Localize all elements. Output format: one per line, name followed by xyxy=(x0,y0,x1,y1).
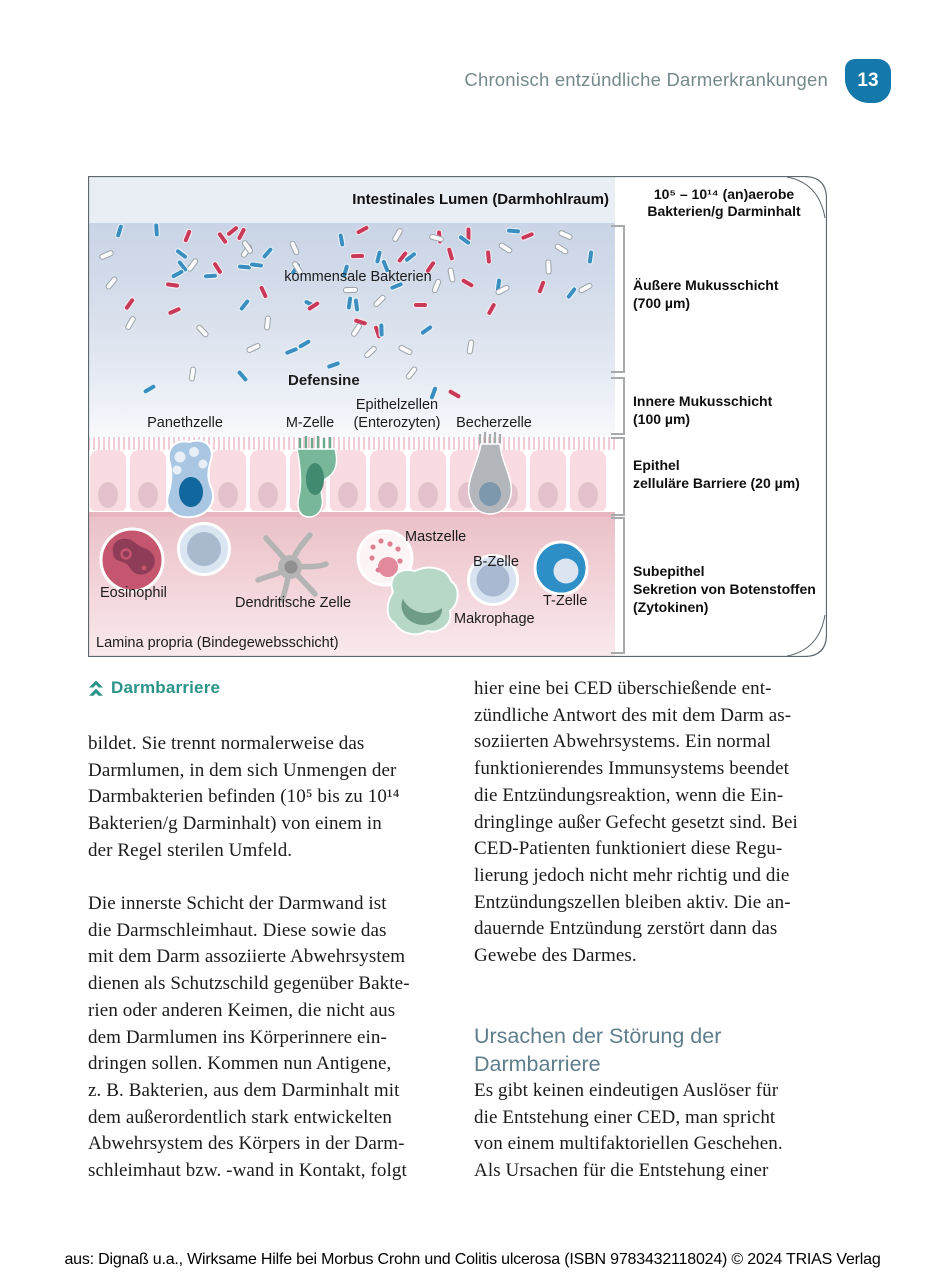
bacteria-density-label: 10⁵ – 10¹⁴ (an)aerobe Bakterien/g Darmin… xyxy=(647,186,801,219)
enterocyte-cell xyxy=(90,450,126,511)
b-cell-label: B-Zelle xyxy=(473,554,519,570)
enterocyte-cell xyxy=(410,450,446,511)
epithel-band xyxy=(88,437,615,512)
figure-caption-label: Darmbarriere xyxy=(111,678,221,697)
bracket-inner-mucus xyxy=(611,377,625,435)
microvilli-fringe xyxy=(88,437,615,450)
eosinophil-label: Eosinophil xyxy=(100,585,167,601)
kommensale-label: kommensale Bakterien xyxy=(284,269,432,285)
paneth-label: Panethzelle xyxy=(147,415,223,431)
corner-curl-bottom xyxy=(786,614,826,657)
footer-credit: aus: Dignaß u.a., Wirksame Hilfe bei Mor… xyxy=(64,1251,881,1268)
subepithel-label: Subepithel Sekretion von Botenstoffen (Z… xyxy=(633,563,816,615)
enterocyte-cell xyxy=(210,450,246,511)
right-column-paragraph-2: Es gibt keinen eindeutigen Auslöser für … xyxy=(474,1080,783,1182)
bracket-outer-mucus xyxy=(611,225,625,373)
inner-mucus-label: Innere Mukusschicht (100 µm) xyxy=(633,393,773,427)
right-column-paragraph-1: hier eine bei CED überschießende ent- zü… xyxy=(474,678,798,967)
enterocyte-cell xyxy=(250,450,286,511)
enterocyte-cell xyxy=(170,450,206,511)
enterocyte-cell xyxy=(570,450,606,511)
epithel-label: Epithel zelluläre Barriere (20 µm) xyxy=(633,457,800,491)
enterocyte-cell xyxy=(130,450,166,511)
enterozyten-label: Epithelzellen (Enterozyten) xyxy=(353,397,441,431)
page-number: 13 xyxy=(857,70,879,91)
goblet-label: Becherzelle xyxy=(456,415,532,431)
left-column-paragraph-1: bildet. Sie trennt normalerweise das Dar… xyxy=(88,733,400,861)
figure-caption: Darmbarriere xyxy=(88,678,220,698)
running-title: Chronisch entzündliche Darmerkrankungen xyxy=(464,69,828,90)
lamina-label: Lamina propria (Bindegewebsschicht) xyxy=(96,635,339,651)
bracket-subepithel xyxy=(611,517,625,654)
figure-darmbarriere: Intestinales Lumen (Darmhohlraum) 10⁵ – … xyxy=(88,176,827,657)
t-cell-label: T-Zelle xyxy=(543,593,588,609)
enterocyte-cell xyxy=(450,450,486,511)
epithel-cell-row xyxy=(90,450,606,511)
macrophage-label: Makrophage xyxy=(454,611,535,627)
dendritic-label: Dendritische Zelle xyxy=(234,595,352,611)
outer-mucus-label: Äußere Mukusschicht (700 µm) xyxy=(633,277,779,311)
section-heading: Ursachen der Störung der Darmbarriere xyxy=(474,1024,722,1076)
lumen-title: Intestinales Lumen (Darmhohlraum) xyxy=(352,191,609,208)
enterocyte-cell xyxy=(330,450,366,511)
enterocyte-cell xyxy=(290,450,326,511)
enterocyte-cell xyxy=(370,450,406,511)
enterocyte-cell xyxy=(530,450,566,511)
mast-label: Mastzelle xyxy=(405,529,467,545)
defensine-label: Defensine xyxy=(288,372,360,389)
enterocyte-cell xyxy=(490,450,526,511)
double-chevron-up-icon xyxy=(89,680,103,696)
left-column-paragraph-2: Die innerste Schicht der Darmwand ist di… xyxy=(88,893,410,1182)
bracket-epithel xyxy=(611,437,625,516)
page-number-badge: 13 xyxy=(845,59,891,103)
